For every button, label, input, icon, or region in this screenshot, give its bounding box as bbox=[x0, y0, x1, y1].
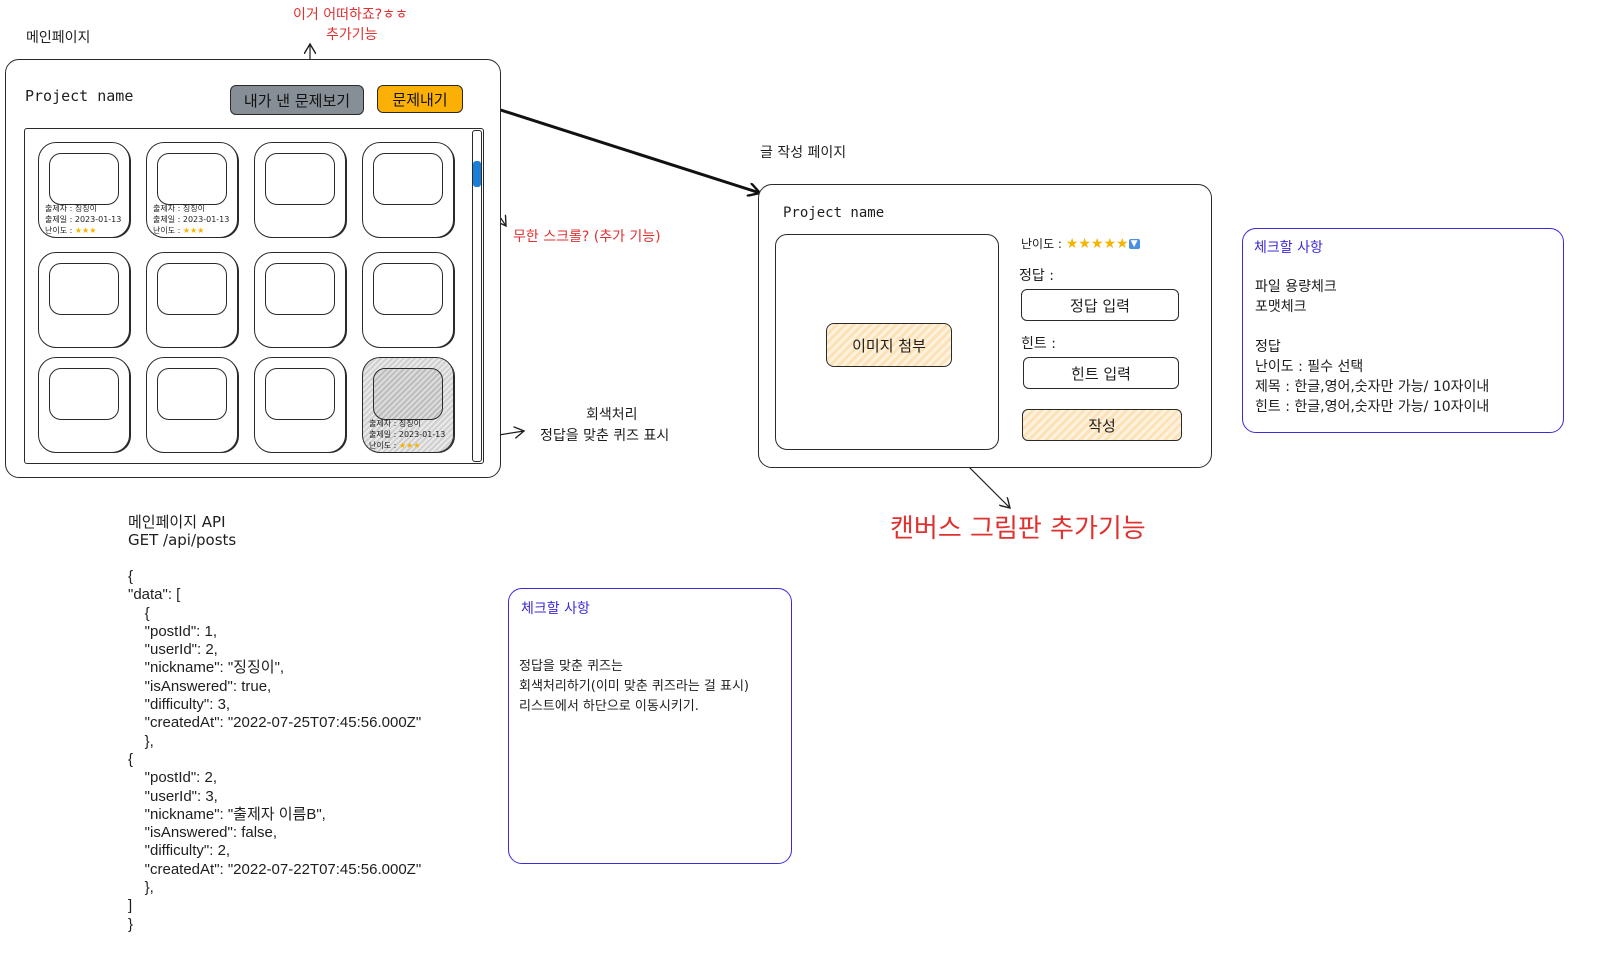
quiz-card-image bbox=[373, 263, 443, 315]
quiz-card[interactable] bbox=[254, 252, 346, 348]
scrollbar-thumb[interactable] bbox=[473, 161, 481, 187]
write-page-label: 글 작성 페이지 bbox=[760, 145, 847, 161]
submit-button[interactable]: 작성 bbox=[1022, 409, 1182, 441]
quiz-card-image bbox=[49, 153, 119, 205]
quiz-card[interactable] bbox=[362, 142, 454, 238]
quiz-card[interactable] bbox=[146, 252, 238, 348]
main-project-name: Project name bbox=[25, 87, 134, 105]
quiz-card-meta: 출제자 : 징징이 출제일 : 2023-01-13 난이도 : ★★★ bbox=[45, 204, 122, 235]
checklist-main-note: 체크할 사항 정답을 맞춘 퀴즈는 회색처리하기(이미 맞춘 퀴즈라는 걸 표시… bbox=[508, 588, 792, 864]
star-icon: ★★★ bbox=[182, 226, 205, 235]
main-page-label: 메인페이지 bbox=[26, 30, 91, 46]
answer-label: 정답 : bbox=[1019, 268, 1054, 284]
quiz-card[interactable] bbox=[38, 252, 130, 348]
dropdown-icon[interactable]: ▼ bbox=[1128, 239, 1140, 249]
my-problems-button[interactable]: 내가 낸 문제보기 bbox=[230, 85, 364, 115]
write-page-frame: Project name 이미지 첨부 난이도 : ★★★★★▼ 정답 : 정답… bbox=[758, 184, 1212, 468]
quiz-card-image bbox=[157, 368, 227, 420]
quiz-card-image bbox=[49, 368, 119, 420]
quiz-card-image bbox=[157, 263, 227, 315]
arrow-to-write-page bbox=[459, 95, 760, 193]
top-note-line2: 추가기능 bbox=[326, 27, 378, 43]
gray-note-line2: 정답을 맞춘 퀴즈 표시 bbox=[540, 428, 670, 444]
quiz-card[interactable] bbox=[254, 357, 346, 453]
star-icon: ★★★ bbox=[74, 226, 97, 235]
difficulty-row: 난이도 : ★★★★★▼ bbox=[1021, 235, 1140, 252]
gray-note-line1: 회색처리 bbox=[586, 407, 638, 423]
hint-label: 힌트 : bbox=[1021, 336, 1056, 352]
quiz-card[interactable] bbox=[38, 357, 130, 453]
quiz-card-image bbox=[49, 263, 119, 315]
quiz-card-answered[interactable]: 출제자 : 징징이 출제일 : 2023-01-13 난이도 : ★★★ bbox=[362, 357, 454, 453]
api-endpoint: GET /api/posts bbox=[128, 531, 237, 549]
quiz-card[interactable] bbox=[146, 357, 238, 453]
quiz-card[interactable]: 출제자 : 징징이 출제일 : 2023-01-13 난이도 : ★★★ bbox=[38, 142, 130, 238]
image-area[interactable]: 이미지 첨부 bbox=[775, 234, 999, 450]
api-json-body: { "data": [ { "postId": 1, "userId": 2, … bbox=[128, 568, 422, 933]
checklist-main-title: 체크할 사항 bbox=[521, 601, 590, 617]
quiz-card[interactable] bbox=[362, 252, 454, 348]
hint-input[interactable]: 힌트 입력 bbox=[1023, 357, 1179, 389]
checklist-write-note: 체크할 사항 파일 용량체크 포맷체크 정답 난이도 : 필수 선택 제목 : … bbox=[1242, 228, 1564, 433]
quiz-card-image bbox=[157, 153, 227, 205]
infinite-scroll-note: 무한 스크롤? (추가 기능) bbox=[513, 229, 661, 245]
difficulty-label: 난이도 : bbox=[1021, 237, 1062, 251]
checklist-write-title: 체크할 사항 bbox=[1254, 240, 1323, 256]
checklist-main-body: 정답을 맞춘 퀴즈는 회색처리하기(이미 맞춘 퀴즈라는 걸 표시) 리스트에서… bbox=[519, 659, 749, 714]
quiz-card-meta: 출제자 : 징징이 출제일 : 2023-01-13 난이도 : ★★★ bbox=[369, 419, 446, 450]
quiz-card-image bbox=[373, 368, 443, 420]
checklist-write-body: 파일 용량체크 포맷체크 정답 난이도 : 필수 선택 제목 : 한글,영어,숫… bbox=[1255, 279, 1490, 415]
star-rating[interactable]: ★★★★★ bbox=[1065, 236, 1129, 252]
quiz-card-image bbox=[265, 263, 335, 315]
quiz-card-image bbox=[265, 368, 335, 420]
quiz-card-meta: 출제자 : 징징이 출제일 : 2023-01-13 난이도 : ★★★ bbox=[153, 204, 230, 235]
write-project-name: Project name bbox=[783, 205, 885, 221]
quiz-card[interactable]: 출제자 : 징징이 출제일 : 2023-01-13 난이도 : ★★★ bbox=[146, 142, 238, 238]
star-icon: ★★★ bbox=[398, 441, 421, 450]
scrollbar[interactable] bbox=[472, 130, 482, 462]
quiz-card[interactable] bbox=[254, 142, 346, 238]
canvas-feature-note: 캔버스 그림판 추가기능 bbox=[890, 514, 1146, 544]
top-note-line1: 이거 어떠하죠?ㅎㅎ bbox=[293, 7, 408, 23]
main-page-frame: Project name 내가 낸 문제보기 문제내기 출제자 : 징징이 출제… bbox=[5, 59, 501, 478]
answer-input[interactable]: 정답 입력 bbox=[1021, 289, 1179, 321]
image-attach-button[interactable]: 이미지 첨부 bbox=[826, 323, 952, 367]
create-problem-button[interactable]: 문제내기 bbox=[377, 85, 463, 113]
quiz-card-image bbox=[265, 153, 335, 205]
card-grid bbox=[24, 128, 484, 464]
quiz-card-image bbox=[373, 153, 443, 205]
api-title: 메인페이지 API bbox=[128, 513, 226, 531]
